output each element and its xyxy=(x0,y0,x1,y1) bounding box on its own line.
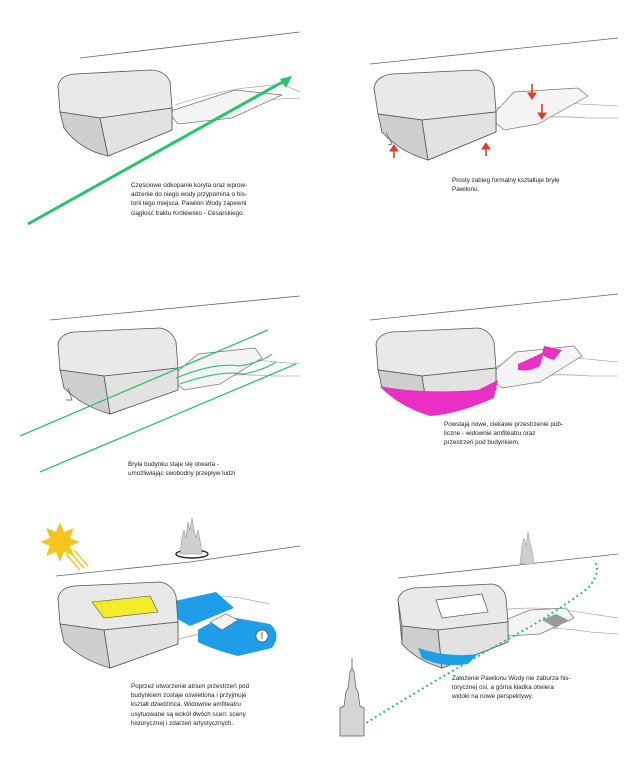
open-illustration xyxy=(19,295,301,473)
public-illustration xyxy=(369,293,619,416)
diagram-panel-form: Prosty zabieg formalny kształtuje bryłę … xyxy=(318,0,636,254)
diagram-panel-views: Założenie Pawilonu Wody nie zaburza his-… xyxy=(318,508,636,762)
diagram-panel-atrium: Poprzez utworzenie atrium przestrzeń pod… xyxy=(0,508,318,762)
atrium-illustration xyxy=(40,517,301,669)
caption-open: Bryła budynku staje się otwarta - umożli… xyxy=(128,461,236,478)
caption-views: Założenie Pawilonu Wody nie zaburza his-… xyxy=(452,675,571,701)
cathedral-icon xyxy=(519,531,535,565)
caption-public: Powstają nowe, ciekawe przestrzenie pub-… xyxy=(444,421,564,447)
diagram-panel-axis: Częściowe odkopanie koryta oraz wprow- a… xyxy=(0,0,318,254)
caption-form: Prosty zabieg formalny kształtuje bryłę … xyxy=(452,177,560,194)
caption-axis: Częściowe odkopanie koryta oraz wprow- a… xyxy=(131,182,248,217)
diagram-panel-public: Powstają nowe, ciekawe przestrzenie pub-… xyxy=(318,254,636,508)
palace-tower-icon xyxy=(339,658,365,737)
axis-illustration xyxy=(27,31,301,226)
diagram-panel-open: Bryła budynku staje się otwarta - umożli… xyxy=(0,254,318,508)
sun-icon xyxy=(40,522,89,571)
tower-icon xyxy=(175,517,209,559)
form-illustration xyxy=(369,37,619,161)
caption-atrium: Poprzez utworzenie atrium przestrzeń pod… xyxy=(131,683,249,727)
views-illustration xyxy=(339,531,619,737)
